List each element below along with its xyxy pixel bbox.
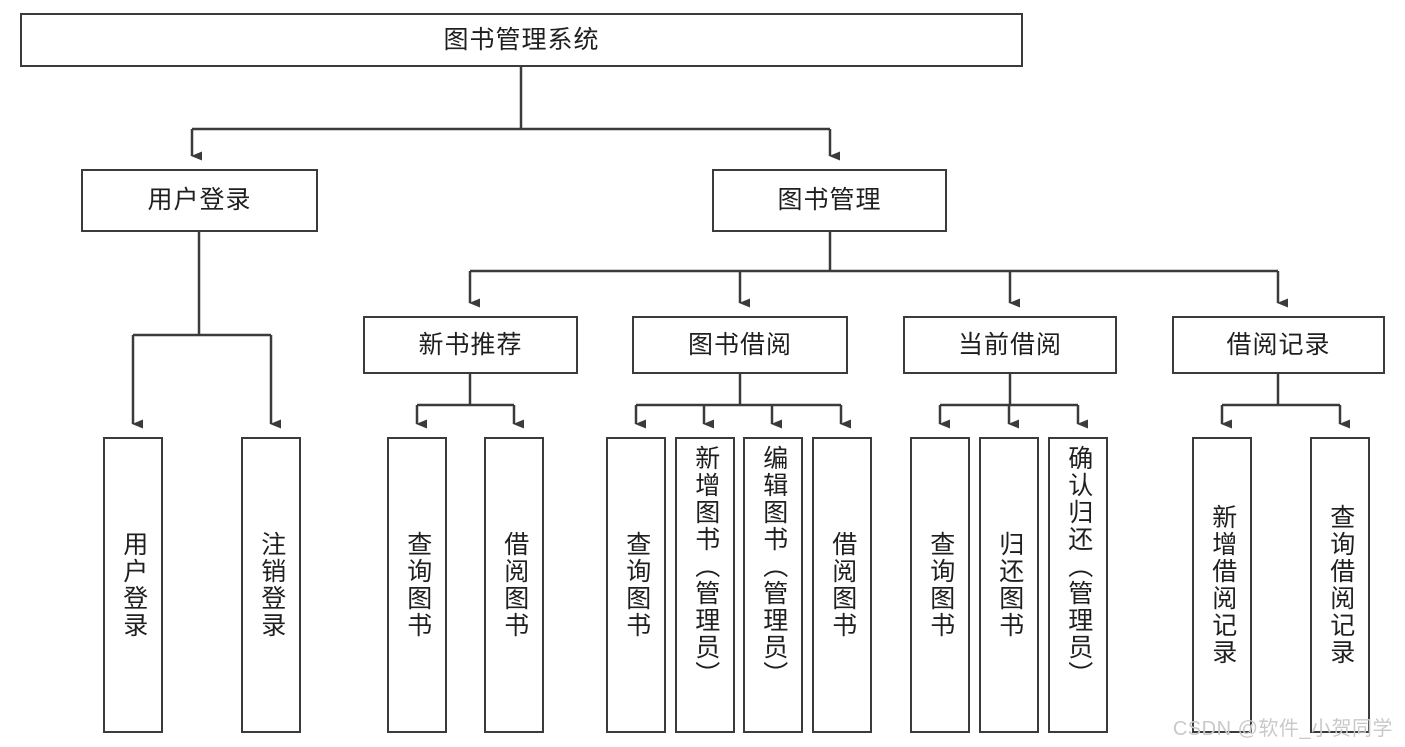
node-leaf-query-book-2-label: 查询图书 <box>622 531 651 639</box>
node-leaf-borrow-book-2[interactable]: 借阅图书 <box>812 437 872 733</box>
node-leaf-query-book-1-label: 查询图书 <box>403 531 432 639</box>
node-leaf-user-login-label: 用户登录 <box>119 531 148 639</box>
node-leaf-confirm-return[interactable]: 确认归还（管理员） <box>1048 437 1108 733</box>
node-root[interactable]: 图书管理系统 <box>20 13 1023 67</box>
node-borrow-record[interactable]: 借阅记录 <box>1172 316 1385 374</box>
node-book-manage-label: 图书管理 <box>777 186 882 215</box>
node-leaf-query-book-2[interactable]: 查询图书 <box>606 437 666 733</box>
node-leaf-confirm-return-label: 确认归还（管理员） <box>1064 445 1093 688</box>
node-leaf-query-book-1[interactable]: 查询图书 <box>387 437 447 733</box>
node-book-borrow[interactable]: 图书借阅 <box>632 316 848 374</box>
node-leaf-add-book-label: 新增图书（管理员） <box>691 445 720 688</box>
node-leaf-logout-label: 注销登录 <box>257 531 286 639</box>
node-leaf-query-book-3[interactable]: 查询图书 <box>910 437 970 733</box>
node-current-borrow-label: 当前借阅 <box>957 330 1062 359</box>
node-leaf-query-record[interactable]: 查询借阅记录 <box>1310 437 1370 733</box>
node-leaf-add-record[interactable]: 新增借阅记录 <box>1192 437 1252 733</box>
watermark: CSDN @软件_小贺同学 <box>1172 718 1393 740</box>
node-borrow-record-label: 借阅记录 <box>1226 330 1331 359</box>
node-root-label: 图书管理系统 <box>443 25 600 54</box>
node-leaf-borrow-book-1[interactable]: 借阅图书 <box>484 437 544 733</box>
node-new-book-rec[interactable]: 新书推荐 <box>363 316 578 374</box>
node-leaf-logout[interactable]: 注销登录 <box>241 437 301 733</box>
node-leaf-user-login[interactable]: 用户登录 <box>103 437 163 733</box>
node-leaf-query-book-3-label: 查询图书 <box>926 531 955 639</box>
node-leaf-return-book-label: 归还图书 <box>995 531 1024 639</box>
node-book-borrow-label: 图书借阅 <box>687 330 792 359</box>
node-new-book-rec-label: 新书推荐 <box>418 330 523 359</box>
node-current-borrow[interactable]: 当前借阅 <box>903 316 1117 374</box>
node-leaf-borrow-book-2-label: 借阅图书 <box>828 531 857 639</box>
node-leaf-edit-book[interactable]: 编辑图书（管理员） <box>743 437 803 733</box>
node-leaf-return-book[interactable]: 归还图书 <box>979 437 1039 733</box>
node-leaf-add-book[interactable]: 新增图书（管理员） <box>675 437 735 733</box>
node-user-login-label: 用户登录 <box>147 186 252 215</box>
node-leaf-add-record-label: 新增借阅记录 <box>1208 504 1237 666</box>
node-leaf-borrow-book-1-label: 借阅图书 <box>500 531 529 639</box>
node-leaf-edit-book-label: 编辑图书（管理员） <box>759 445 788 688</box>
node-leaf-query-record-label: 查询借阅记录 <box>1326 504 1355 666</box>
node-book-manage[interactable]: 图书管理 <box>712 169 947 232</box>
node-user-login[interactable]: 用户登录 <box>81 169 318 232</box>
